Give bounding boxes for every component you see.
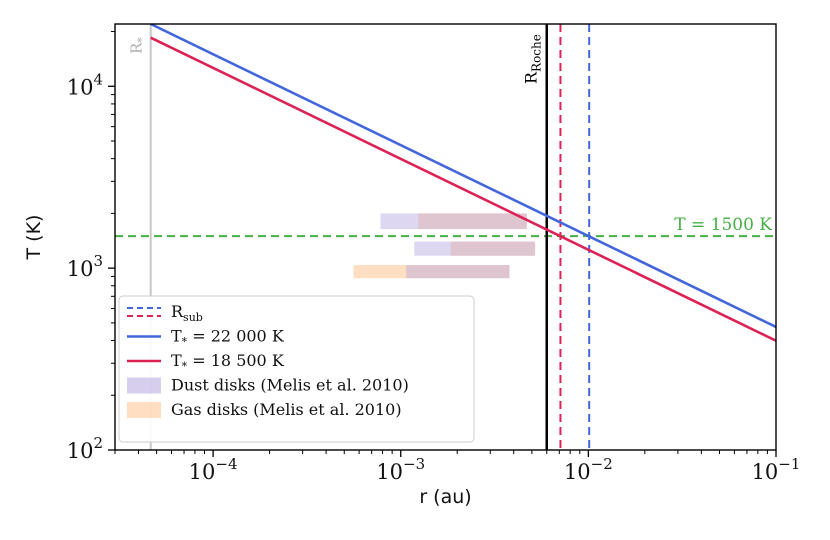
t1500-label: T = 1500 K — [674, 215, 772, 235]
series-line-0 — [150, 24, 776, 329]
rstar-label: R* — [128, 37, 149, 54]
legend-t18500-label: T* = 18 500 K — [171, 351, 285, 373]
legend-dust-label: Dust disks (Melis et al. 2010) — [171, 376, 409, 395]
legend-dust-patch — [127, 377, 161, 394]
gas-disk-band-0 — [418, 213, 527, 230]
dust-disk-band-2 — [406, 265, 510, 279]
roche-label: RRoche — [522, 34, 544, 84]
legend-rsub-label: Rsub — [171, 302, 203, 324]
y-tick-label-1: 103 — [67, 252, 103, 281]
legend-box — [118, 295, 475, 443]
gas-disk-band-1 — [450, 241, 536, 256]
x-axis-title: r (au) — [419, 486, 471, 508]
legend-gas-patch — [127, 402, 161, 418]
dust-disk-band-1 — [414, 241, 536, 256]
x-tick-label-1: 10−3 — [376, 455, 425, 484]
legend-gas-label: Gas disks (Melis et al. 2010) — [171, 400, 402, 419]
x-tick-label-2: 10−2 — [564, 455, 613, 484]
y-tick-label-0: 102 — [67, 434, 103, 463]
plot-frame — [114, 23, 777, 451]
dust-disk-band-0 — [380, 213, 527, 230]
y-axis-title: T (K) — [23, 215, 45, 261]
x-tick-label-3: 10−1 — [752, 455, 801, 484]
legend-t22000-label: T* = 22 000 K — [171, 327, 285, 349]
series-line-1 — [150, 36, 776, 342]
gas-disk-band-2 — [353, 265, 510, 279]
x-tick-label-0: 10−4 — [189, 455, 238, 484]
y-tick-label-2: 104 — [67, 70, 103, 99]
